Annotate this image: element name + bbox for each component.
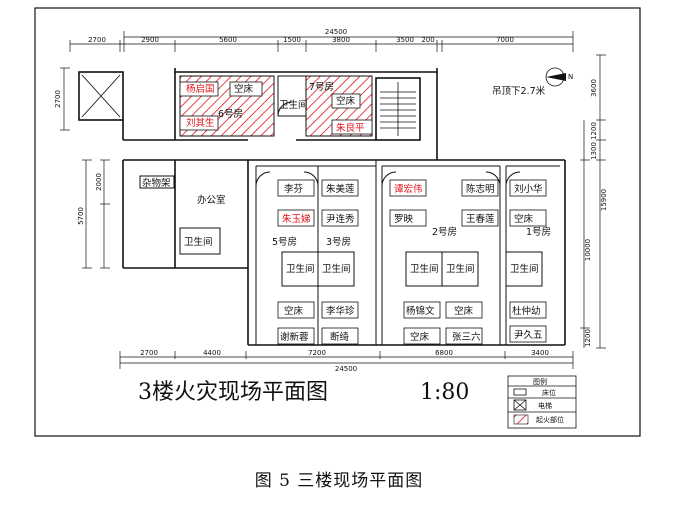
dim-bottom-3: 7200	[308, 349, 326, 357]
dim-left-1: 2700	[54, 90, 62, 108]
occupant-du-zhongyou: 杜仲幼	[512, 305, 541, 317]
dim-bottom-2: 4400	[203, 349, 221, 357]
plan-scale: 1:80	[420, 380, 469, 405]
bottom-dimensions	[119, 351, 574, 369]
north-toilet-label: 卫生间	[279, 99, 308, 111]
south-partitions	[139, 160, 560, 345]
room-1-label: 1号房	[526, 226, 551, 238]
occupant-xie-xinrong: 谢新蓉	[280, 331, 309, 343]
room-5-toilet-label: 卫生间	[286, 263, 315, 275]
room-7-label: 7号房	[309, 81, 334, 93]
occupant-li-fen: 李芬	[284, 183, 304, 195]
dim-right-6: 1200	[584, 329, 592, 347]
room-5-empty-bed: 空床	[284, 305, 304, 317]
north-partitions	[277, 75, 307, 117]
dim-top-1: 2700	[88, 36, 106, 44]
occupant-chen-zhiming: 陈志明	[466, 183, 495, 195]
stairs	[380, 82, 416, 136]
occupant-liu-qisheng: 刘其生	[186, 117, 215, 129]
room-6-empty-bed: 空床	[234, 83, 254, 95]
dim-top-4: 1500	[283, 36, 301, 44]
dim-top-3: 5600	[219, 36, 237, 44]
top-dimensions	[69, 31, 574, 52]
room-3-label: 3号房	[326, 236, 351, 248]
room-5-label: 5号房	[272, 236, 297, 248]
legend-fire: 起火部位	[536, 415, 564, 424]
legend-title: 图例	[533, 377, 547, 386]
beds-north	[179, 81, 373, 135]
dim-right-2: 1200	[590, 122, 598, 140]
dim-top-total: 24500	[325, 28, 347, 36]
dim-left-2: 2000	[95, 173, 103, 191]
room-2-toilet-left-label: 卫生间	[410, 263, 439, 275]
office-toilet-label: 卫生间	[184, 236, 213, 248]
occupant-liu-xiaohua: 刘小华	[514, 183, 543, 195]
occupant-zhang-sanliu: 张三六	[452, 331, 481, 343]
room-2-empty-bed-2: 空床	[410, 331, 430, 343]
dim-right-4: 15900	[600, 189, 608, 211]
figure-caption: 图 5 三楼现场平面图	[254, 471, 424, 491]
plan-title: 3楼火灾现场平面图	[138, 380, 328, 405]
legend-bed: 床位	[542, 388, 556, 397]
dim-right-5: 10000	[584, 239, 592, 261]
occupant-duan-qi: 断绮	[330, 331, 350, 343]
drawing-frame	[34, 7, 641, 437]
dim-top-5: 3800	[332, 36, 350, 44]
dim-bottom-1: 2700	[140, 349, 158, 357]
room-1-empty-bed: 空床	[514, 213, 534, 225]
occupant-zhu-liangping: 朱良平	[336, 122, 365, 134]
right-dimensions	[580, 54, 606, 349]
dim-bottom-4: 6800	[435, 349, 453, 357]
dim-top-8: 7000	[496, 36, 514, 44]
compass-icon: N	[545, 67, 573, 87]
occupant-yin-jiuwu: 尹久五	[514, 329, 543, 341]
compass-north-letter: N	[568, 73, 573, 81]
dim-bottom-5: 3400	[531, 349, 549, 357]
room-1-toilet-label: 卫生间	[510, 263, 539, 275]
dim-top-6: 3500	[396, 36, 414, 44]
occupant-yang-qiguo: 杨启国	[186, 83, 215, 95]
occupant-wang-chunlian: 王春莲	[466, 213, 495, 225]
room-2-empty-bed-1: 空床	[454, 305, 474, 317]
dim-top-7: 200	[421, 36, 434, 44]
dim-top-2: 2900	[141, 36, 159, 44]
occupant-luo-ying: 罗映	[394, 213, 414, 225]
room-3-toilet-label: 卫生间	[322, 263, 351, 275]
legend-fire-swatch	[513, 414, 529, 425]
legend-elevator: 电梯	[538, 401, 552, 410]
dim-right-1: 3600	[590, 79, 598, 97]
dim-left-3: 5700	[77, 207, 85, 225]
storage-rack-label: 杂物架	[142, 177, 171, 189]
occupant-zhu-yudi: 朱玉娣	[282, 213, 311, 225]
occupant-tan-hongwei: 谭宏伟	[394, 183, 423, 195]
dim-right-3: 1300	[590, 142, 598, 160]
room-6-label: 6号房	[218, 108, 243, 120]
occupant-zhu-meilian: 朱美莲	[326, 183, 355, 195]
room-7-empty-bed: 空床	[336, 95, 356, 107]
occupant-yang-jinwen: 杨锦文	[406, 305, 435, 317]
room-2-label: 2号房	[432, 226, 457, 238]
occupant-li-huazhen: 李华珍	[326, 305, 355, 317]
left-dimensions	[60, 67, 110, 269]
ceiling-height-note: 吊顶下2.7米	[492, 85, 546, 97]
legend	[507, 375, 577, 429]
room-2-toilet-right-label: 卫生间	[446, 263, 475, 275]
elevator-shaft	[81, 74, 121, 118]
dim-bottom-total: 24500	[335, 365, 357, 373]
building-walls	[78, 68, 566, 346]
beds-south	[277, 179, 547, 345]
occupant-yin-lianxiu: 尹连秀	[326, 213, 355, 225]
office-label: 办公室	[197, 194, 226, 206]
